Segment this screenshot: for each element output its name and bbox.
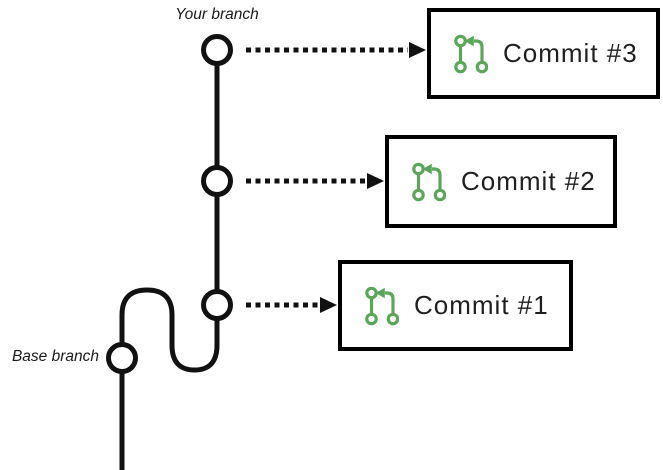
arrowhead-commit-1 <box>320 297 337 313</box>
your-branch-label: Your branch <box>175 6 259 23</box>
commit-node-3 <box>201 34 233 66</box>
base-branch-label: Base branch <box>11 348 99 365</box>
branch-merge-curve <box>119 287 220 373</box>
git-pull-request-icon <box>365 286 400 326</box>
commit-label: Commit #2 <box>461 166 596 196</box>
commit-box-3: Commit #3 <box>427 8 660 99</box>
commit-box-1: Commit #1 <box>338 260 573 351</box>
git-pull-request-icon <box>454 34 489 74</box>
arrowhead-commit-3 <box>409 42 426 58</box>
commit-label: Commit #1 <box>414 290 549 320</box>
commit-box-2: Commit #2 <box>385 135 617 228</box>
arrowhead-commit-2 <box>367 173 384 189</box>
git-pull-request-icon <box>412 162 447 202</box>
base-branch-node <box>106 342 138 374</box>
commit-node-1 <box>201 289 233 321</box>
commit-label: Commit #3 <box>503 38 638 68</box>
commit-node-2 <box>201 165 233 197</box>
